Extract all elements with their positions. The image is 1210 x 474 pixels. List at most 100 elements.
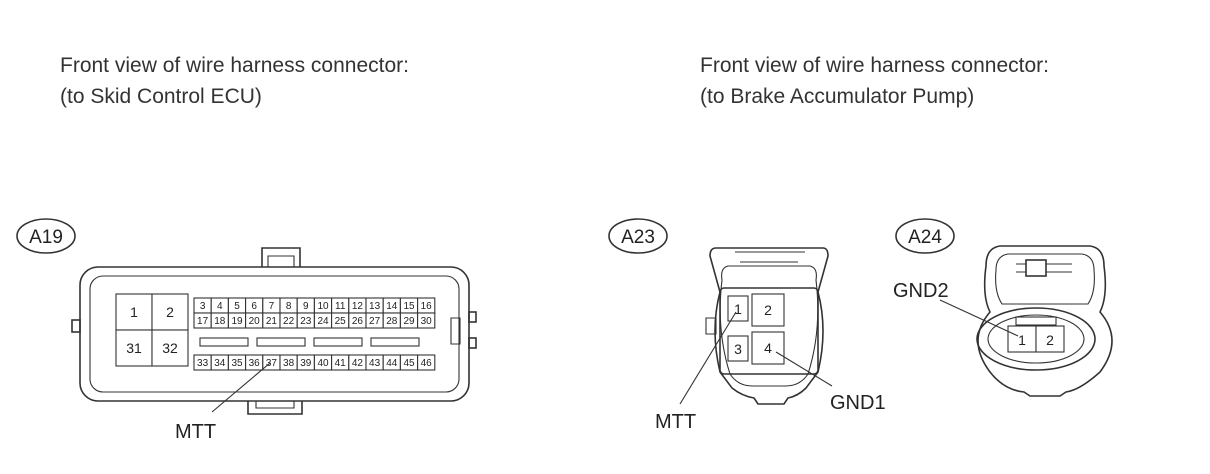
a19-pin-label: 21 xyxy=(266,316,278,327)
a23-pin-frame xyxy=(719,287,819,375)
a19-pin-label: 23 xyxy=(300,316,312,327)
a24-gnd2-leader xyxy=(939,299,1019,337)
a19-big-pin-label: 2 xyxy=(166,304,174,320)
a19-pin-label: 10 xyxy=(317,301,329,312)
a23-gnd1-leader xyxy=(775,351,833,387)
a23-pin-cell xyxy=(727,295,749,322)
a19-pin-label: 36 xyxy=(249,358,261,369)
a19-pin-label: 12 xyxy=(352,301,364,312)
a19-right-lug-bottom xyxy=(468,337,477,349)
a23-tag-ellipse xyxy=(608,218,668,254)
a19-pin-label: 19 xyxy=(231,316,243,327)
a19-pin-cell xyxy=(151,293,189,331)
a19-pin-cell xyxy=(417,354,436,371)
a19-pin-label: 25 xyxy=(335,316,347,327)
a19-pin-label: 45 xyxy=(403,358,415,369)
a19-pin-label: 9 xyxy=(303,301,309,312)
a23-pin-cell xyxy=(727,335,749,362)
a23-pin-label: 3 xyxy=(734,341,742,357)
a24-latch xyxy=(1025,259,1047,277)
a19-pin-label: 42 xyxy=(352,358,364,369)
a19-pin-label: 4 xyxy=(217,301,223,312)
a19-pin-label: 18 xyxy=(214,316,226,327)
a24-seal-inner xyxy=(987,314,1085,364)
a19-big-pin-label: 32 xyxy=(162,340,178,356)
a24-tag-ellipse xyxy=(895,218,955,254)
a23-left-key xyxy=(705,317,717,335)
a19-pin-label: 33 xyxy=(197,358,209,369)
a19-tag: A19 xyxy=(29,227,63,248)
a19-pin-cell xyxy=(151,329,189,367)
a23-pin-cell xyxy=(751,293,785,327)
a23-signal-gnd1: GND1 xyxy=(830,392,886,414)
a19-pin-label: 28 xyxy=(386,316,398,327)
a19-pin-label: 24 xyxy=(317,316,329,327)
a19-pin-cell xyxy=(417,312,436,329)
a24-housing xyxy=(977,245,1113,397)
a19-tag-ellipse xyxy=(16,218,76,254)
a19-housing xyxy=(79,266,470,402)
a19-pin-label: 14 xyxy=(386,301,398,312)
a19-big-pin-label: 31 xyxy=(126,340,142,356)
connector-a24: A24 1 2 GND2 xyxy=(893,218,1113,397)
a19-pin-label: 16 xyxy=(421,301,433,312)
a19-left-lug xyxy=(71,319,81,333)
a23-signal-mtt: MTT xyxy=(655,411,696,433)
a19-blank-slot xyxy=(370,337,420,347)
a19-big-pin-label: 1 xyxy=(130,304,138,320)
a24-signal-gnd2: GND2 xyxy=(893,280,949,302)
right-heading-line1: Front view of wire harness connector: xyxy=(700,54,1049,77)
a23-pin-label: 1 xyxy=(734,301,742,317)
a24-tag: A24 xyxy=(908,227,942,248)
a19-pin-label: 13 xyxy=(369,301,381,312)
a23-pin-label: 4 xyxy=(764,340,772,356)
a23-tag: A23 xyxy=(621,227,655,248)
a19-mtt-leader xyxy=(211,362,271,413)
a19-pin-label: 35 xyxy=(231,358,243,369)
left-heading-line2: (to Skid Control ECU) xyxy=(60,85,262,108)
a19-pin-label: 8 xyxy=(286,301,292,312)
a19-right-latch xyxy=(450,317,461,345)
right-heading-line2: (to Brake Accumulator Pump) xyxy=(700,85,974,108)
a19-pin-label: 46 xyxy=(421,358,433,369)
a19-pin-label: 37 xyxy=(266,358,278,369)
a23-mtt-leader xyxy=(679,311,737,405)
a19-pin-label: 6 xyxy=(251,301,257,312)
a19-pin-label: 20 xyxy=(249,316,261,327)
a19-pin-label: 7 xyxy=(269,301,275,312)
a19-pin-label: 40 xyxy=(317,358,329,369)
a23-pin-cell xyxy=(751,331,785,365)
a19-signal-label: MTT xyxy=(175,421,216,443)
a19-pin-label: 11 xyxy=(335,301,346,312)
a19-pin-label: 44 xyxy=(386,358,398,369)
a19-blank-slot xyxy=(313,337,363,347)
a24-seal-outer xyxy=(976,307,1096,371)
a19-pin-label: 34 xyxy=(214,358,226,369)
a19-pin-label: 3 xyxy=(200,301,206,312)
a19-pin-label: 26 xyxy=(352,316,364,327)
a19-pin-label: 29 xyxy=(403,316,415,327)
a19-top-tab xyxy=(261,247,301,267)
a24-pin-cell xyxy=(1035,325,1065,353)
a19-pin-cell xyxy=(115,329,153,367)
a19-blank-slot xyxy=(199,337,249,347)
a19-housing-inner xyxy=(89,275,460,393)
a19-pin-label: 15 xyxy=(403,301,415,312)
left-heading-line1: Front view of wire harness connector: xyxy=(60,54,409,77)
a23-pin-label: 2 xyxy=(764,302,772,318)
a19-pin-label: 17 xyxy=(197,316,209,327)
connector-a23: A23 1 2 3 4 MTT GND1 xyxy=(608,218,886,433)
a19-right-lug-top xyxy=(468,311,477,323)
a19-pin-label: 39 xyxy=(300,358,312,369)
a19-pin-label: 22 xyxy=(283,316,295,327)
a23-housing-inner xyxy=(719,265,819,387)
a19-pin-label: 27 xyxy=(369,316,381,327)
a19-pin-label: 41 xyxy=(335,358,347,369)
a19-pin-label: 38 xyxy=(283,358,295,369)
a24-pin-label: 1 xyxy=(1018,332,1026,348)
